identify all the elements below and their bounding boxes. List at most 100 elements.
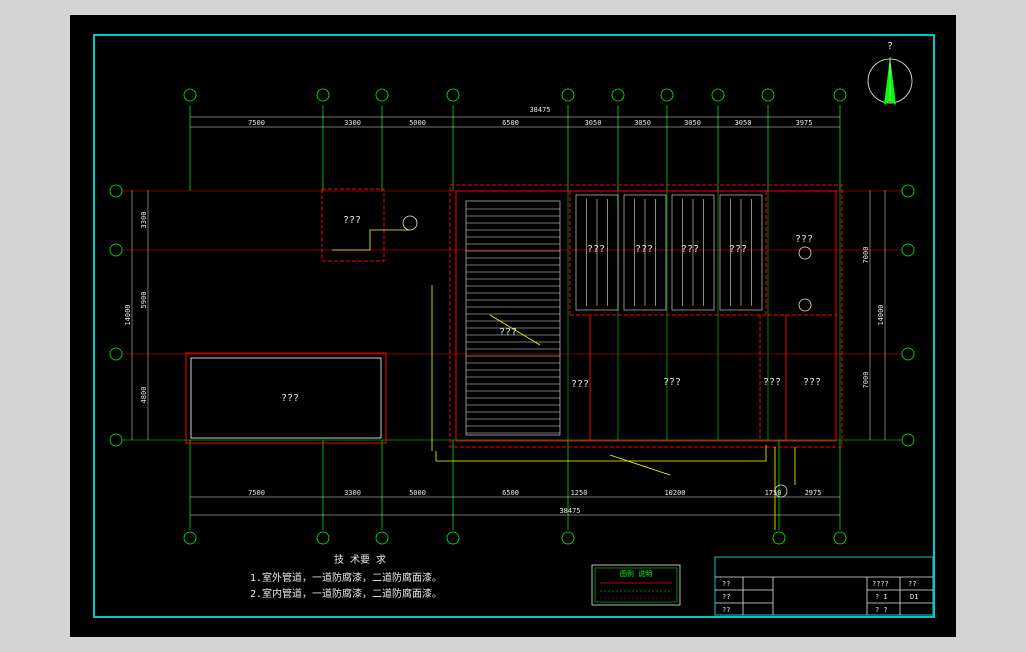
room-left-pool: ??? [281,393,299,404]
left-dim-3: 4800 [140,387,148,404]
right-dim-1: 7000 [862,247,870,264]
grid-bubble-right-1 [901,243,915,257]
notes-line-2: 2.室内管道，一道防腐漆，二道防腐面漆。 [250,587,442,600]
bottom-dim-7: 2975 [805,489,822,497]
top-dim-7: 3050 [735,119,752,127]
top-dim-6: 3050 [684,119,701,127]
grid-bubble-top-7 [711,88,725,102]
top-dim-4: 3050 [585,119,602,127]
north-arrow-icon [867,57,913,105]
left-pool-outer [185,352,387,444]
room-center-narrow: ??? [571,379,589,390]
bottom-dim-4: 1250 [571,489,588,497]
top-dimension-line [190,116,840,128]
room-right-upper: ??? [795,234,813,245]
grid-bubble-right-2 [901,347,915,361]
grid-bubble-top-8 [761,88,775,102]
right-dim-2: 7000 [862,372,870,389]
north-label: ? [887,41,893,52]
right-total-dimension: 14000 [877,304,885,325]
tank-circle-2 [798,298,812,312]
bottom-segment-dimensions: 7500 3300 5000 6500 1250 10200 1750 2975 [248,489,821,497]
walls [321,184,843,448]
grid-bubble-top-9 [833,88,847,102]
notes-line-1: 1.室外管道，一道防腐漆，二道防腐面漆。 [250,571,442,584]
left-pool-inner [190,357,382,439]
title-block-r2c4: D1 [910,593,918,601]
filter-cell-2 [671,194,715,311]
grid-bubble-top-0 [183,88,197,102]
bottom-dim-5: 10200 [664,489,685,497]
grid-bubble-bottom-0 [183,531,197,545]
title-block-r2c3: ? 1 [875,593,888,601]
title-block [714,556,934,616]
top-dim-3: 6500 [502,119,519,127]
room-cell-4: ??? [729,244,747,255]
top-dim-5: 3050 [634,119,651,127]
grid-bubble-top-4 [561,88,575,102]
left-dim-2: 5900 [140,292,148,309]
grid-bubble-right-3 [901,433,915,447]
filter-cell-3 [719,194,763,311]
legend-title: 图例 说明 [620,569,652,578]
grid-bubble-bottom-3 [446,531,460,545]
legend-box [591,564,681,606]
grid-bubble-right-0 [901,184,915,198]
room-cell-3: ??? [681,244,699,255]
tank-circle-1 [798,246,812,260]
room-upper-left: ??? [343,215,361,226]
grid-bubble-bottom-2 [375,531,389,545]
floor-plan-drawing: 38475 7500 3300 5000 6500 3050 3050 3050 3050 39… [93,34,935,618]
filter-cell-0 [575,194,619,311]
inner-frame [93,34,935,618]
top-dim-2: 5000 [409,119,426,127]
bottom-dim-1: 3300 [344,489,361,497]
filter-cells [575,194,763,311]
pipes [332,229,796,530]
right-dimension-line [869,190,886,440]
room-stair: ??? [499,327,517,338]
grid-bubble-top-3 [446,88,460,102]
bottom-total-dimension: 38475 [559,507,580,515]
bottom-dim-3: 6500 [502,489,519,497]
grid-bubble-bottom-5 [772,531,786,545]
title-block-r1c1: ?? [722,580,730,588]
bottom-dimension-line [190,496,840,516]
bottom-dim-0: 7500 [248,489,265,497]
grid-bubble-bottom-6 [833,531,847,545]
grid-bubble-bottom-4 [561,531,575,545]
notes-heading: 技 术要 求 [334,553,386,566]
title-block-r1c4: ?? [908,580,916,588]
grid-bubble-left-1 [109,243,123,257]
top-total-dimension: 38475 [529,106,550,114]
title-block-r1c3: ???? [872,580,889,588]
grid-bubble-top-2 [375,88,389,102]
left-dimension-line [131,190,149,440]
title-block-r2c1: ?? [722,593,730,601]
left-total-dimension: 14000 [124,304,132,325]
top-dim-8: 3975 [796,119,813,127]
left-dim-1: 3300 [140,212,148,229]
pump-circle [402,215,418,231]
filter-cell-1 [623,194,667,311]
grid-bubble-top-1 [316,88,330,102]
grid-bubble-left-2 [109,347,123,361]
grid-bubble-left-0 [109,184,123,198]
drawing-sheet: 38475 7500 3300 5000 6500 3050 3050 3050 3050 39… [70,15,956,637]
room-right-lower-b: ??? [803,377,821,388]
title-block-r3c3: ? ? [875,606,888,614]
grid-lines [109,88,915,545]
bottom-dim-2: 5000 [409,489,426,497]
room-cell-2: ??? [635,244,653,255]
room-right-lower-a: ??? [763,377,781,388]
title-block-r3c1: ?? [722,606,730,614]
ramp-hatch [465,200,561,436]
valve-circle [774,484,788,498]
grid-bubble-bottom-1 [316,531,330,545]
bottom-dim-6: 1750 [765,489,782,497]
top-dim-0: 7500 [248,119,265,127]
grid-bubble-left-3 [109,433,123,447]
grid-bubble-top-6 [660,88,674,102]
grid-bubble-top-5 [611,88,625,102]
